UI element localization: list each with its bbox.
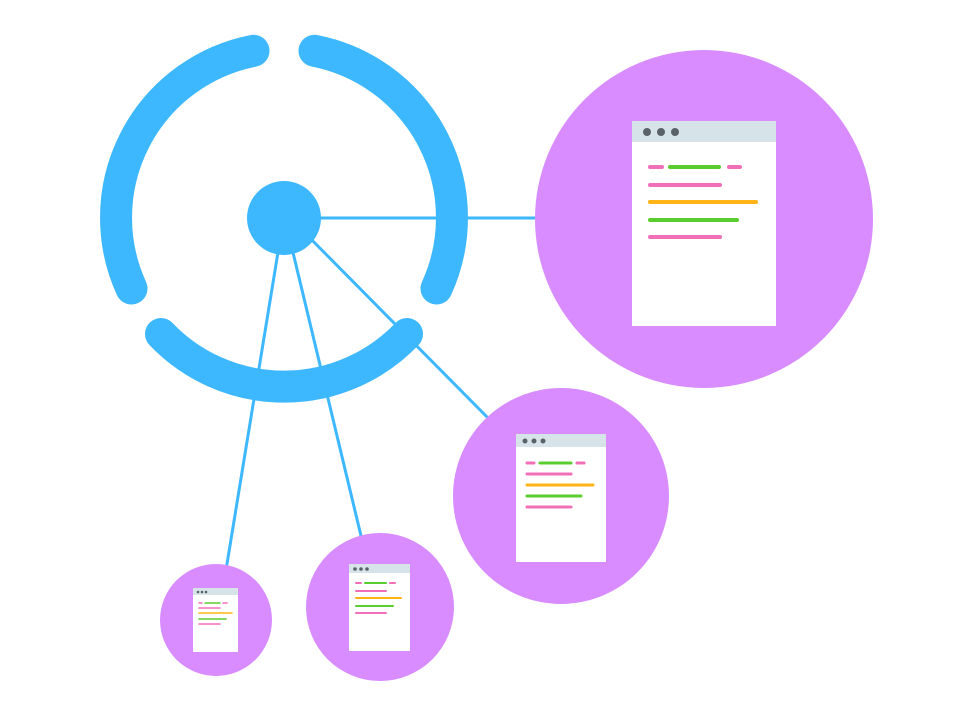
hub-core xyxy=(247,181,321,255)
hub-arc-right xyxy=(298,34,468,305)
titlebar-dot xyxy=(196,590,200,594)
window-titlebar xyxy=(349,564,410,573)
window-body xyxy=(632,121,776,326)
window-body xyxy=(349,564,410,651)
titlebar-dot xyxy=(365,567,369,571)
window-titlebar xyxy=(632,121,776,142)
titlebar-dot xyxy=(657,128,665,136)
connector-tiny xyxy=(224,239,282,571)
code-window-icon xyxy=(632,121,776,326)
code-window-icon xyxy=(349,564,410,651)
code-window-icon xyxy=(193,588,238,652)
titlebar-dot xyxy=(200,590,204,594)
titlebar-dot xyxy=(353,567,357,571)
window-body xyxy=(516,434,606,562)
hub-ring-icon xyxy=(100,34,468,403)
titlebar-dot xyxy=(531,438,537,444)
window-titlebar xyxy=(516,434,606,447)
titlebar-dot xyxy=(671,128,679,136)
hub-arc-left xyxy=(100,34,270,305)
window-body xyxy=(193,588,238,652)
hub-arc-bottom xyxy=(145,318,423,403)
titlebar-dot xyxy=(643,128,651,136)
titlebar-dot xyxy=(522,438,528,444)
window-titlebar xyxy=(193,588,238,595)
code-window-icon xyxy=(516,434,606,562)
titlebar-dot xyxy=(540,438,546,444)
titlebar-dot xyxy=(359,567,363,571)
titlebar-dot xyxy=(204,590,208,594)
